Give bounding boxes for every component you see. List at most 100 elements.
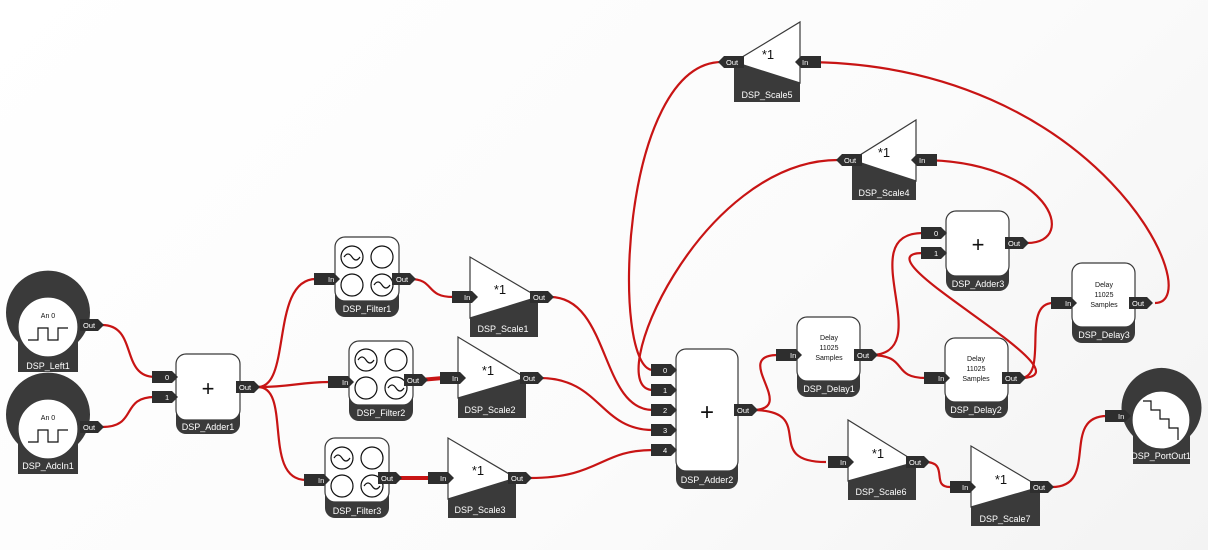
out-port[interactable] [1030, 481, 1054, 493]
in-port[interactable] [428, 472, 454, 484]
in-port[interactable] [950, 481, 976, 493]
in-port[interactable] [1051, 297, 1077, 309]
block-dsp-delay2[interactable]: Delay 11025 Samples DSP_Delay2 In Out [924, 337, 1026, 418]
out-port-label: Out [1033, 483, 1046, 492]
block-dsp-adder1[interactable]: + DSP_Adder1 0 1 Out [152, 353, 260, 434]
wire-adder1-filter1 [257, 277, 317, 389]
in-port[interactable] [911, 154, 937, 166]
in-port-1[interactable] [651, 384, 677, 396]
wire-adder3-scale4 [919, 158, 1053, 245]
in-port-4[interactable] [651, 444, 677, 456]
wire-scale7-portout1 [1051, 414, 1108, 489]
in-port[interactable] [776, 349, 802, 361]
out-port[interactable] [508, 472, 532, 484]
wire-delay1-delay2 [869, 353, 927, 380]
out-port[interactable] [404, 374, 428, 386]
out-port[interactable] [80, 319, 104, 331]
in-port[interactable] [924, 372, 950, 384]
block-dsp-adder3[interactable]: + DSP_Adder3 0 1 Out [921, 210, 1029, 291]
in-port[interactable] [314, 273, 340, 285]
out-port-label: Out [1132, 299, 1145, 308]
plus-symbol: + [700, 399, 714, 426]
wire-scale1-adder2 [549, 295, 654, 412]
block-label: DSP_Scale1 [477, 324, 528, 334]
filter-icon [354, 348, 408, 400]
wire-delay2-delay3 [1019, 301, 1054, 380]
square-wave-icon [28, 327, 68, 341]
wire-scale6-scale7 [924, 460, 951, 489]
block-face [17, 296, 79, 358]
in-port-0[interactable] [152, 371, 178, 383]
block-label: DSP_Delay1 [803, 384, 855, 394]
out-port[interactable] [236, 381, 260, 393]
out-port-label: Out [909, 458, 922, 467]
block-label: DSP_Adder2 [681, 475, 734, 485]
in-port-0[interactable] [651, 364, 677, 376]
delay-line1: Delay [967, 356, 985, 363]
block-dsp-scale2[interactable]: *1 DSP_Scale2 In Out [440, 335, 544, 418]
in-port-label: In [919, 156, 925, 165]
out-port-label: Out [1008, 239, 1021, 248]
delay-line3: Samples [815, 355, 843, 362]
out-port[interactable] [378, 472, 402, 484]
block-dsp-adcin1[interactable]: An 0 DSP_AdcIn1 Out [6, 372, 104, 474]
out-port[interactable] [854, 349, 878, 361]
block-dsp-portout1[interactable]: DSP_PortOut1 In [1105, 367, 1202, 464]
block-face [334, 236, 400, 302]
delay-line1: Delay [820, 335, 838, 342]
out-port[interactable] [392, 273, 416, 285]
block-body [734, 62, 800, 102]
out-port[interactable] [734, 404, 758, 416]
block-dsp-scale5[interactable]: *1 DSP_Scale5 In Out [718, 20, 821, 102]
block-dsp-filter1[interactable]: DSP_Filter1 In Out [314, 236, 416, 317]
block-dsp-delay3[interactable]: Delay 11025 Samples DSP_Delay3 In Out [1051, 262, 1153, 343]
in-port-1[interactable] [921, 247, 947, 259]
block-dsp-filter3[interactable]: DSP_Filter3 In Out [304, 437, 402, 518]
filter-icon [340, 245, 394, 297]
in-port[interactable] [795, 56, 821, 68]
in-port-2-label: 2 [663, 406, 667, 415]
wire-left1-adder1 [101, 323, 156, 379]
in-port-label: In [328, 275, 334, 284]
block-dsp-filter2[interactable]: DSP_Filter2 In Out [328, 340, 428, 421]
delay-line3: Samples [962, 376, 990, 383]
in-port-0-label: 0 [934, 229, 938, 238]
block-body [971, 487, 1040, 526]
out-port[interactable] [836, 154, 862, 166]
wire-scale3-adder2 [529, 448, 654, 480]
block-dsp-delay1[interactable]: Delay 11025 Samples DSP_Delay1 In Out [776, 316, 878, 397]
out-port[interactable] [718, 56, 744, 68]
in-port-3[interactable] [651, 424, 677, 436]
block-dsp-scale3[interactable]: *1 DSP_Scale3 In Out [428, 436, 532, 518]
block-dsp-scale6[interactable]: *1 DSP_Scale6 In Out [828, 418, 930, 500]
block-dsp-scale7[interactable]: *1 DSP_Scale7 In Out [950, 444, 1054, 526]
block-dsp-left1[interactable]: An 0 DSP_Left1 Out [6, 270, 104, 372]
delay-line2: 11025 [967, 366, 986, 373]
in-port[interactable] [828, 456, 854, 468]
in-port[interactable] [440, 372, 466, 384]
out-port[interactable] [80, 421, 104, 433]
in-port-1[interactable] [152, 391, 178, 403]
out-port[interactable] [530, 291, 554, 303]
block-dsp-scale1[interactable]: *1 DSP_Scale1 In Out [452, 255, 554, 337]
out-port[interactable] [1005, 237, 1029, 249]
in-port[interactable] [1105, 410, 1131, 422]
out-port-label: Out [1005, 374, 1018, 383]
block-dsp-adder2[interactable]: + DSP_Adder2 0 1 2 3 4 Out [651, 348, 758, 489]
block-face [1071, 262, 1136, 328]
in-port-0[interactable] [921, 227, 947, 239]
block-dsp-scale4[interactable]: *1 DSP_Scale4 In Out [836, 118, 937, 200]
delay-line1: Delay [1095, 282, 1113, 289]
out-port[interactable] [1002, 372, 1026, 384]
in-port-2[interactable] [651, 404, 677, 416]
out-port[interactable] [520, 372, 544, 384]
in-port[interactable] [304, 474, 330, 486]
delay-line2: 11025 [1095, 292, 1114, 299]
in-port[interactable] [328, 376, 354, 388]
out-port[interactable] [906, 456, 930, 468]
out-port-label: Out [511, 474, 524, 483]
in-port-1-label: 1 [663, 386, 667, 395]
in-port[interactable] [452, 291, 478, 303]
out-port[interactable] [1129, 297, 1153, 309]
block-face [17, 398, 79, 460]
